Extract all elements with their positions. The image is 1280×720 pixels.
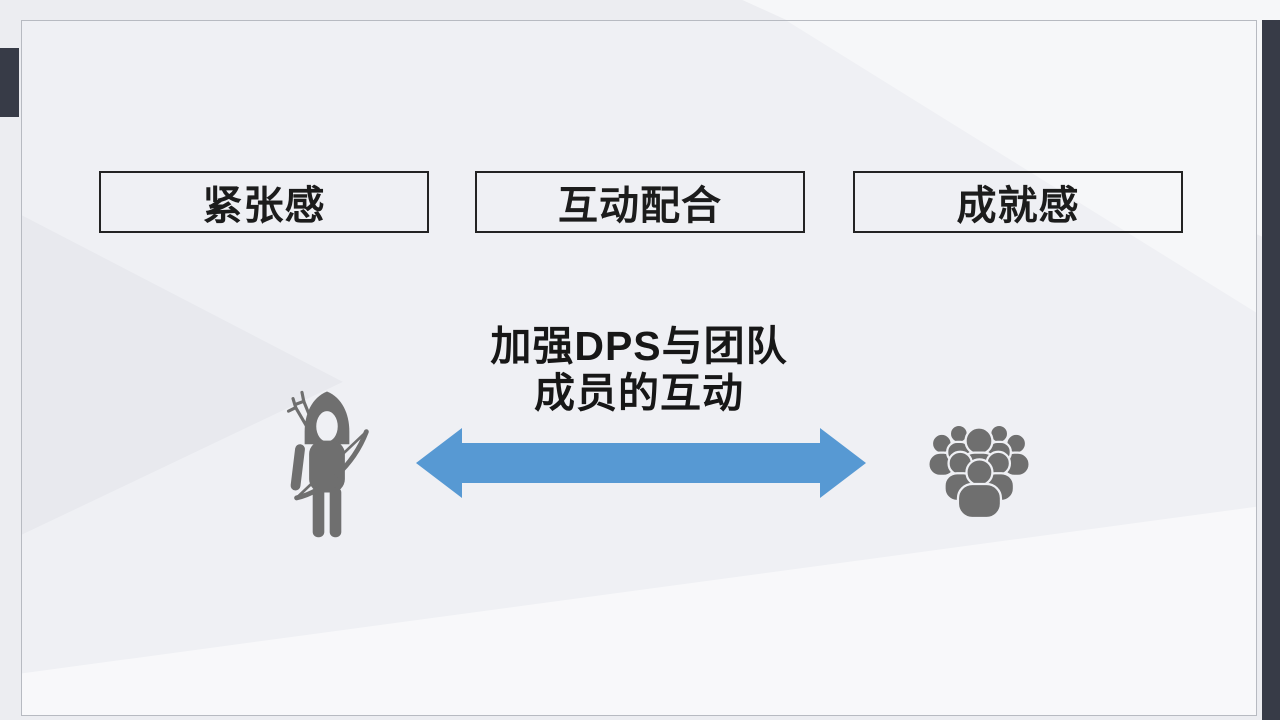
bow	[294, 429, 369, 501]
heading-line-1: 加强DPS与团队	[490, 323, 788, 369]
label-box-cooperation: 互动配合	[475, 171, 805, 233]
label-box-achievement-text: 成就感	[956, 184, 1080, 228]
slide-card: 紧张感 互动配合 成就感 加强DPS与团队 成员的互动	[21, 20, 1257, 716]
label-box-cooperation-text: 互动配合	[558, 184, 722, 228]
label-box-tension: 紧张感	[99, 171, 429, 233]
archer-body	[290, 391, 350, 538]
crowd-figures	[927, 423, 1031, 518]
team-crowd-icon	[927, 423, 1031, 518]
double-arrow	[416, 428, 866, 498]
left-accent-bar	[0, 48, 19, 117]
heading-line-2: 成员的互动	[534, 370, 744, 416]
right-accent-bar	[1262, 20, 1280, 720]
label-box-tension-text: 紧张感	[202, 184, 326, 228]
archer-icon	[286, 390, 369, 538]
heading: 加强DPS与团队 成员的互动	[22, 323, 1256, 417]
label-box-achievement: 成就感	[853, 171, 1183, 233]
